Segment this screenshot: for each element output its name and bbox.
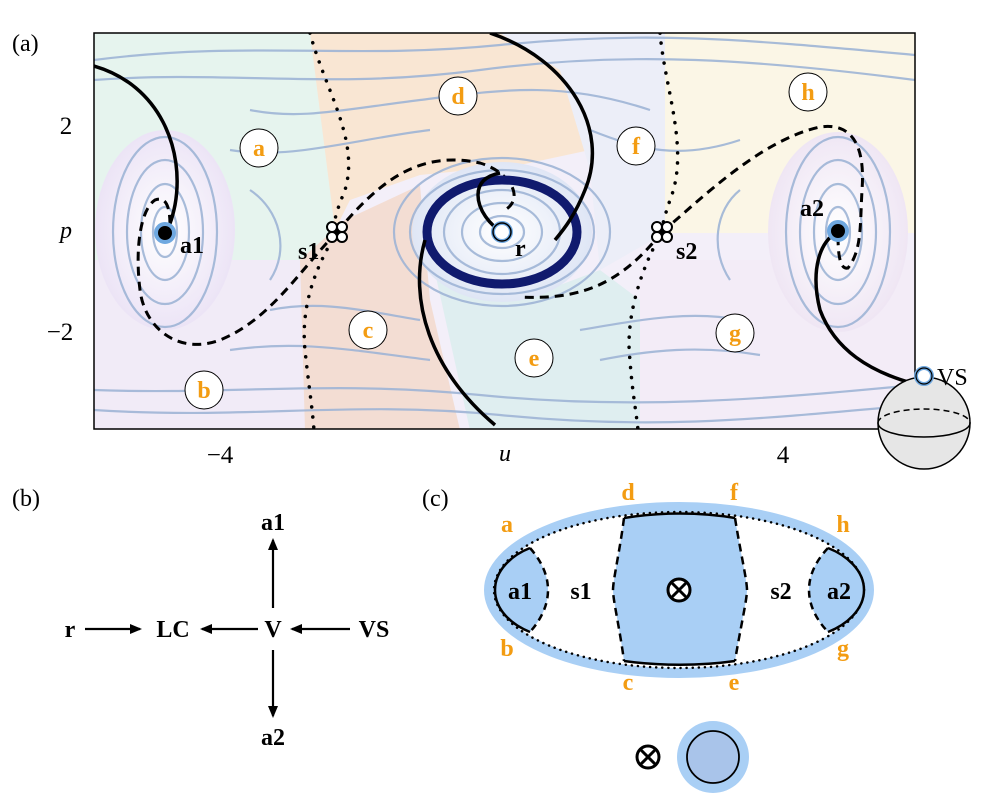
region-h-label: h — [801, 80, 814, 106]
corner-h: h — [836, 512, 849, 538]
region-c-label: c — [363, 318, 374, 344]
label-s1: s1 — [298, 239, 319, 265]
node-c-s1: s1 — [570, 579, 591, 605]
fixed-point-a1 — [154, 222, 176, 244]
node-vs: VS — [359, 617, 390, 643]
region-f-label: f — [632, 134, 641, 160]
label-vs: VS — [937, 365, 968, 391]
region-d-tint — [310, 33, 590, 230]
region-labels: a b c d e f g h — [184, 72, 828, 410]
corner-g: g — [837, 636, 849, 662]
node-c-a2: a2 — [827, 579, 851, 605]
region-e-label: e — [529, 346, 540, 372]
region-b-label: b — [197, 378, 210, 404]
saddle-s2 — [651, 221, 673, 243]
limit-cycle — [422, 175, 582, 289]
node-c-a1: a1 — [508, 579, 532, 605]
region-f-tint — [500, 33, 670, 270]
plot-frame — [93, 32, 916, 430]
otimes-legend-icon — [635, 744, 661, 770]
x-axis-label: u — [499, 441, 511, 467]
y-tick-2: 2 — [60, 113, 73, 140]
x-tick-neg4: −4 — [207, 442, 234, 469]
circle-legend-icon — [677, 721, 749, 793]
phase-portrait: a b c d e f g h — [94, 33, 915, 429]
vs-sphere-icon — [877, 366, 971, 470]
label-a1: a1 — [180, 233, 204, 259]
node-v: V — [264, 617, 282, 643]
panel-b-graph: a1 r LC V VS a2 — [65, 510, 390, 751]
region-d-label: d — [451, 84, 465, 110]
corner-e: e — [729, 670, 740, 696]
node-a2: a2 — [261, 725, 285, 751]
node-r: r — [65, 617, 76, 643]
y-tick-neg2: −2 — [47, 319, 74, 346]
otimes-icon — [666, 577, 692, 603]
node-lc: LC — [156, 617, 189, 643]
panel-a-label: (a) — [12, 31, 39, 57]
panel-c-diagram: a1 s1 s2 a2 a b c d e f g h — [484, 480, 874, 696]
corner-f: f — [730, 480, 739, 506]
label-a2: a2 — [800, 196, 824, 222]
saddle-s1 — [326, 221, 348, 243]
panel-c-label: (c) — [422, 486, 449, 512]
corner-b: b — [500, 636, 513, 662]
x-tick-4: 4 — [777, 442, 790, 469]
corner-a: a — [501, 512, 513, 538]
label-s2: s2 — [676, 239, 697, 265]
node-c-s2: s2 — [770, 579, 791, 605]
region-g-label: g — [729, 321, 741, 347]
dashed-separatrices — [136, 124, 864, 346]
panel-b-label: (b) — [12, 486, 40, 512]
fixed-point-a2 — [827, 220, 849, 242]
corner-c: c — [623, 670, 634, 696]
dotted-separatrices — [302, 33, 680, 429]
y-axis-label: p — [58, 218, 72, 244]
corner-d: d — [621, 480, 635, 506]
region-a-label: a — [253, 136, 265, 162]
label-r: r — [515, 236, 526, 262]
node-a1: a1 — [261, 510, 285, 536]
